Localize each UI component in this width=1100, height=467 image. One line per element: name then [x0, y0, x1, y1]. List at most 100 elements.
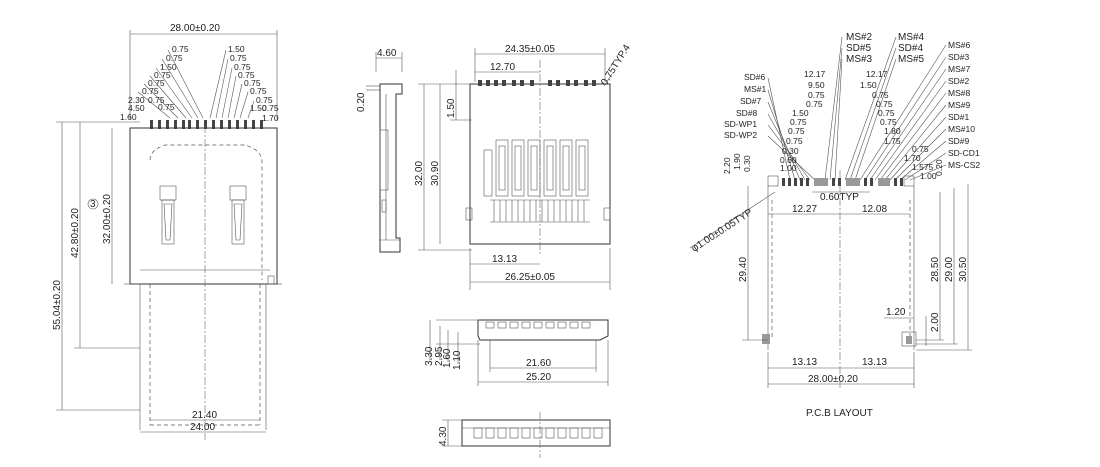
signal-label: MS#8	[948, 88, 970, 98]
front-width-2435: 24.35±0.05	[505, 44, 555, 55]
height-32-dim: 32.00±0.20	[102, 194, 113, 244]
pitch-label: 0.75	[142, 86, 159, 96]
pcb-pad-right	[906, 336, 912, 344]
pcb-dim: 0.75	[878, 108, 895, 118]
pcb-pad-left	[762, 334, 770, 344]
pcb-top-labels: MS#2 SD#5 MS#3 MS#4 SD#4 MS#5	[846, 32, 925, 65]
pcb-dim-150a: 1.50	[860, 80, 877, 90]
pcb-dim: 0.75	[872, 90, 889, 100]
bottom-outer-dim: 24.00	[190, 422, 215, 433]
pcb-h3050: 30.50	[958, 257, 969, 282]
front-height-150: 1.50	[446, 98, 457, 118]
section-w2160: 21.60	[526, 358, 551, 369]
signal-label: MS#7	[948, 64, 970, 74]
side-top-width: 4.60	[377, 48, 397, 59]
signal-label: SD#3	[948, 52, 970, 62]
pcb-dim: 0.75	[808, 90, 825, 100]
dim-160: 1.60	[120, 112, 137, 122]
pcb-w1313-l: 13.13	[792, 357, 817, 368]
pitch-label: 0.75	[234, 62, 251, 72]
pitch-label: 1.50	[160, 62, 177, 72]
dim-230: 2.30	[128, 95, 145, 105]
pcb-w1227: 12.27	[792, 204, 817, 215]
pitch-label: 0.75	[250, 86, 267, 96]
pcb-right-labels: MS#6 SD#3 MS#7 SD#2 MS#8 MS#9 SD#1 MS#10…	[948, 40, 980, 170]
lower-view: 4.30	[438, 412, 611, 458]
bottom-inner-dim: 21.40	[192, 410, 217, 421]
lower-h430: 4.30	[438, 426, 449, 446]
signal-label: SD#7	[740, 96, 762, 106]
signal-label: SD-CD1	[948, 148, 980, 158]
pcb-w1208: 12.08	[862, 204, 887, 215]
section-w2520: 25.20	[526, 372, 551, 383]
top-body-outline	[129, 127, 278, 285]
top-latches	[159, 185, 247, 245]
signal-label: SD#9	[948, 136, 970, 146]
signal-label: MS#9	[948, 100, 970, 110]
signal-label: MS#6	[948, 40, 970, 50]
pitch-label: 0.75	[148, 78, 165, 88]
front-bottom-1313: 13.13	[492, 254, 517, 265]
front-corner-note: 0.75TYP.4	[599, 42, 633, 87]
section-h295: 2.95	[434, 346, 445, 366]
front-width-1270: 12.70	[490, 62, 515, 73]
pitch-label: 1.50	[228, 44, 245, 54]
pcb-dim-030a: 0.30	[782, 146, 799, 156]
pitch-label: 0.75	[154, 70, 171, 80]
pitch-label: 0.75	[256, 95, 273, 105]
side-left-height: 0.20	[356, 92, 367, 112]
pitch-label: 1.50	[250, 103, 267, 113]
pcb-dim-075-ra: 0.75	[912, 144, 929, 154]
section-h110: 1.10	[452, 350, 463, 370]
section-h160: 1.60	[442, 348, 453, 368]
signal-label: MS#4	[898, 32, 925, 43]
circle-marker: 3	[90, 199, 96, 210]
pcb-w2800: 28.00±0.20	[808, 374, 858, 385]
pcb-dim-1217-l: 12.17	[804, 69, 826, 79]
dim-170: 1.70	[262, 113, 279, 123]
pcb-dim: 0.75	[880, 117, 897, 127]
pcb-dim-020: 0.20	[934, 159, 944, 176]
pcb-dim: 1.80	[884, 126, 901, 136]
dim-075-r: 0.75	[262, 103, 279, 113]
signal-label: MS#5	[898, 54, 925, 65]
signal-label: SD-WP2	[724, 130, 757, 140]
pcb-dim-1575: 1.575	[912, 162, 934, 172]
signal-label: SD-WP1	[724, 119, 757, 129]
dim-450: 4.50	[128, 103, 145, 113]
signal-label: MS#1	[744, 84, 766, 94]
front-height-3090: 30.90	[430, 161, 441, 186]
lower-pins	[473, 427, 603, 439]
top-fan-leaders	[137, 49, 255, 119]
pcb-dim-170: 1.70	[904, 153, 921, 163]
pcb-dims: 12.17 12.17 9.50 1.50 0.75 0.75 1.50 0.7…	[780, 69, 937, 181]
section-pins	[485, 321, 591, 329]
pcb-h2900: 29.00	[944, 257, 955, 282]
pcb-left-labels: SD#6 MS#1 SD#7 SD#8 SD-WP1 SD-WP2	[724, 72, 766, 140]
pitch-label: 0.75	[158, 102, 175, 112]
pcb-leaders	[767, 36, 947, 181]
pcb-h2940: 29.40	[738, 257, 749, 282]
pitch-label: 0.75	[238, 70, 255, 80]
top-pitch-callouts: 0.75 0.75 1.50 0.75 0.75 0.75 2.30 4.50 …	[120, 44, 279, 123]
signal-label: SD#2	[948, 76, 970, 86]
pcb-dim-190: 1.90	[732, 153, 742, 170]
pcb-dim-100r: 1.00	[920, 171, 937, 181]
front-height-3200: 32.00	[414, 161, 425, 186]
signal-label: SD#8	[736, 108, 758, 118]
front-bottom-2625: 26.25±0.05	[505, 272, 555, 283]
front-view: 24.35±0.05 12.70 0.75TYP.4	[414, 42, 633, 290]
pitch-label: 0.75	[244, 78, 261, 88]
pcb-dim-030b: 0.30	[742, 155, 752, 172]
pcb-w1313-r: 13.13	[862, 357, 887, 368]
pcb-dim-220: 2.20	[722, 157, 732, 174]
front-comb	[490, 199, 590, 223]
signal-label: MS#3	[846, 54, 873, 65]
pcb-dim: 0.75	[806, 99, 823, 109]
signal-label: MS#2	[846, 32, 873, 43]
pcb-dim: 0.75	[786, 136, 803, 146]
top-view: 28.00±0.20 0.75 0.75 1.50 0.75 0.75 0.75…	[52, 23, 282, 440]
top-width-dim: 28.00±0.20	[170, 23, 220, 34]
front-contacts	[483, 139, 589, 197]
